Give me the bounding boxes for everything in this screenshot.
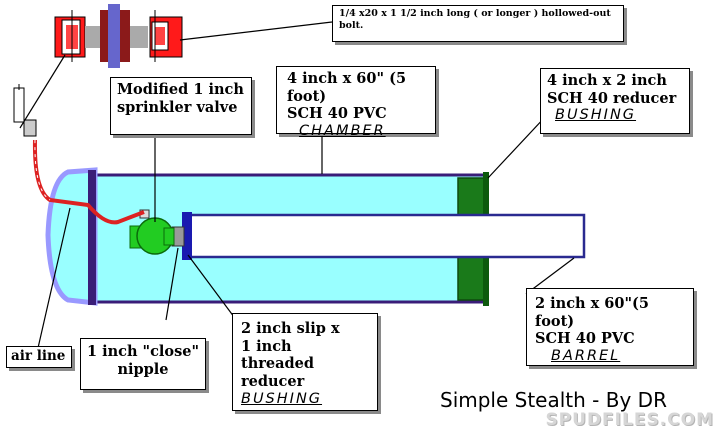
credit-text: Simple Stealth - By DR [440, 388, 667, 412]
barrel-pipe [186, 213, 586, 259]
sprinkler-valve [129, 209, 175, 255]
air-line-tube [32, 139, 145, 225]
chamber-label-line2: SCH 40 PVC [287, 105, 387, 123]
chamber-label: 4 inch x 60" (5 foot) SCH 40 PVC CHAMBER [276, 66, 436, 139]
barrel-label-line3: BARREL [551, 348, 621, 365]
slip-reducer-bushing [182, 212, 192, 260]
chamber-label-line3: CHAMBER [299, 123, 386, 140]
bolt-illustration [54, 4, 183, 68]
nipple-label-line1: 1 inch "close" [86, 343, 200, 360]
barrel-label: 2 inch x 60"(5 foot) SCH 40 PVC BARREL [526, 288, 694, 366]
barrel-label-line2: SCH 40 PVC [535, 330, 635, 348]
slip-label-line4: BUSHING [241, 390, 323, 407]
air-line-label-text: air line [11, 348, 66, 364]
end-cap-flange [88, 170, 96, 305]
bolt-label: 1/4 x20 x 1 1/2 inch long ( or longer ) … [332, 5, 624, 42]
reducer-label: 4 inch x 2 inch SCH 40 reducer BUSHING [540, 68, 690, 134]
nipple-label-line2: nipple [117, 360, 169, 378]
bolt-label-text: 1/4 x20 x 1 1/2 inch long ( or longer ) … [339, 8, 611, 31]
leader-lines [19, 21, 575, 349]
reducer-label-line1: 4 inch x 2 inch [547, 72, 667, 89]
slip-label-line1: 2 inch slip x [241, 320, 340, 337]
reducer-label-line2: SCH 40 reducer [547, 89, 677, 107]
end-cap [45, 167, 98, 306]
slip-reducer-label: 2 inch slip x 1 inch threaded reducer BU… [232, 313, 378, 411]
chamber-label-line1: 4 inch x 60" (5 foot) [287, 70, 407, 105]
air-fitting [13, 84, 37, 137]
valve-label: Modified 1 inch sprinkler valve [110, 77, 252, 135]
slip-label-line3: reducer [241, 373, 305, 391]
air-line-label: air line [6, 346, 72, 368]
valve-label-line1: Modified 1 inch [117, 81, 244, 98]
nipple-label: 1 inch "close" nipple [80, 338, 206, 390]
barrel-label-line1: 2 inch x 60"(5 foot) [535, 295, 649, 330]
slip-label-line2: 1 inch threaded [241, 337, 315, 373]
reducer-label-line3: BUSHING [555, 107, 637, 124]
valve-label-line2: sprinkler valve [117, 98, 238, 116]
watermark-logo: SPUDFILES.COM [545, 410, 714, 430]
